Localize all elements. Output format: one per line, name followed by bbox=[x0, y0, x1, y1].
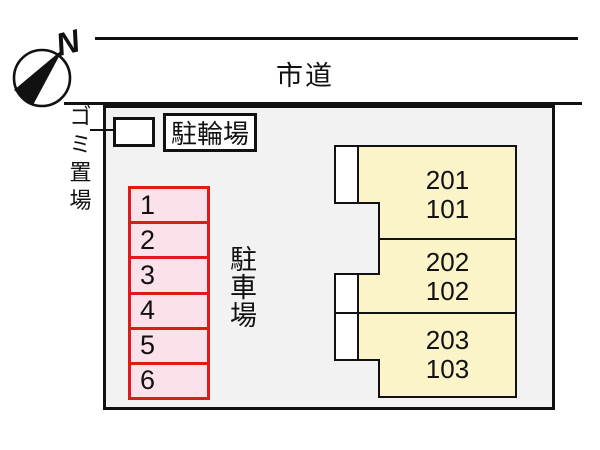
stairwell-box-2 bbox=[334, 273, 359, 314]
compass-needle-icon bbox=[14, 49, 63, 105]
unit-upper-number: 201 bbox=[425, 165, 470, 195]
building bbox=[334, 145, 517, 398]
parking-space-number: 3 bbox=[140, 259, 156, 290]
unit-lower-number: 101 bbox=[425, 194, 470, 224]
unit-label-202-102: 202 102 bbox=[379, 248, 516, 306]
unit-upper-number: 203 bbox=[425, 325, 470, 355]
unit-upper-number: 202 bbox=[425, 247, 470, 277]
parking-space-number: 6 bbox=[140, 365, 156, 396]
parking-space-4: 4 bbox=[131, 295, 207, 330]
unit-lower-number: 103 bbox=[425, 354, 470, 384]
parking-space-number: 4 bbox=[140, 295, 156, 326]
stairwell-box-1 bbox=[334, 145, 359, 204]
parking-space-3: 3 bbox=[131, 259, 207, 295]
parking-lot-label: 駐車場 bbox=[230, 245, 257, 331]
road-line-bottom bbox=[64, 102, 582, 105]
unit-label-203-103: 203 103 bbox=[379, 326, 516, 384]
bicycle-parking-label-box: 駐輪場 bbox=[163, 113, 257, 152]
parking-stack: 1 2 3 4 5 6 bbox=[128, 186, 210, 400]
parking-space-1: 1 bbox=[131, 189, 207, 225]
parking-space-5: 5 bbox=[131, 330, 207, 365]
parking-space-2: 2 bbox=[131, 224, 207, 260]
stairwell-box-3 bbox=[334, 312, 359, 361]
garbage-area-box bbox=[113, 117, 155, 147]
garbage-area-label: ゴミ置場 bbox=[69, 104, 92, 213]
unit-lower-number: 102 bbox=[425, 276, 470, 306]
parking-space-6: 6 bbox=[131, 365, 207, 397]
garbage-leader-line bbox=[90, 129, 114, 131]
unit-label-201-101: 201 101 bbox=[379, 166, 516, 224]
road-line-top bbox=[95, 37, 578, 40]
bicycle-parking-label: 駐輪場 bbox=[170, 119, 249, 149]
compass-north-icon: N bbox=[12, 22, 84, 108]
road-label: 市道 bbox=[276, 61, 334, 91]
parking-space-number: 1 bbox=[140, 189, 156, 220]
parking-space-number: 2 bbox=[140, 224, 156, 255]
parking-space-number: 5 bbox=[140, 330, 156, 361]
